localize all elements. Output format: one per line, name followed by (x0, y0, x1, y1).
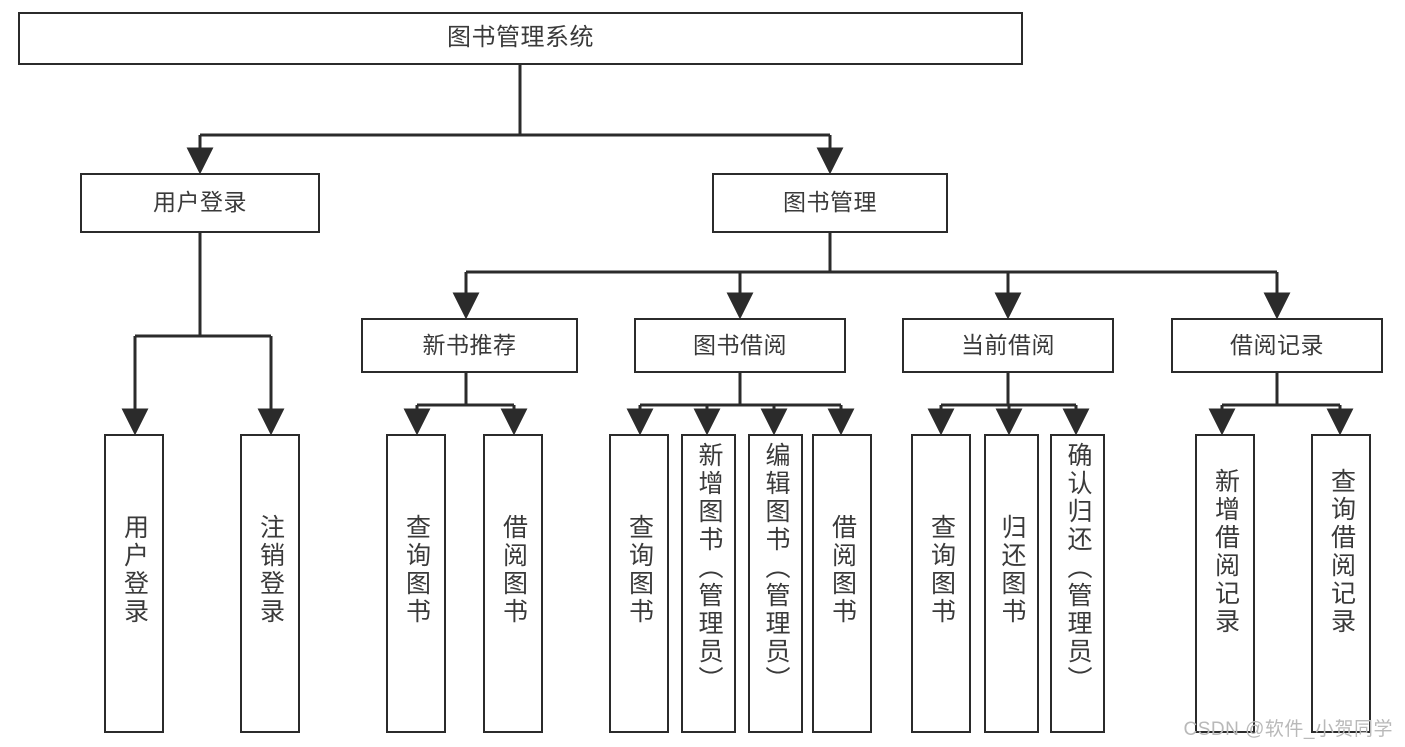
node-leaf-confirm-return-label: 确认归还（管理员） (1064, 442, 1092, 694)
node-leaf-add-record[interactable]: 新增借阅记录 (1195, 434, 1255, 733)
node-leaf-add-book[interactable]: 新增图书（管理员） (681, 434, 736, 733)
node-book-manage[interactable]: 图书管理 (712, 173, 948, 233)
node-borrow-record-label: 借阅记录 (1230, 331, 1324, 358)
node-leaf-query-record[interactable]: 查询借阅记录 (1311, 434, 1371, 733)
node-leaf-borrow-book-1[interactable]: 借阅图书 (483, 434, 543, 733)
node-new-book-rec[interactable]: 新书推荐 (361, 318, 578, 373)
node-leaf-logout[interactable]: 注销登录 (240, 434, 300, 733)
node-leaf-confirm-return[interactable]: 确认归还（管理员） (1050, 434, 1105, 733)
node-book-borrow[interactable]: 图书借阅 (634, 318, 846, 373)
node-leaf-user-login-label: 用户登录 (120, 514, 149, 626)
node-leaf-query-book-3-label: 查询图书 (927, 514, 956, 626)
node-leaf-query-book-3[interactable]: 查询图书 (911, 434, 971, 733)
node-leaf-return-book-label: 归还图书 (998, 514, 1026, 626)
node-current-borrow[interactable]: 当前借阅 (902, 318, 1114, 373)
node-leaf-logout-label: 注销登录 (256, 514, 285, 626)
node-leaf-edit-book-label: 编辑图书（管理员） (762, 442, 790, 694)
node-user-login-label: 用户登录 (153, 189, 247, 216)
node-leaf-query-book-2[interactable]: 查询图书 (609, 434, 669, 733)
node-book-borrow-label: 图书借阅 (693, 331, 787, 358)
node-borrow-record[interactable]: 借阅记录 (1171, 318, 1383, 373)
node-book-manage-label: 图书管理 (783, 189, 877, 216)
node-leaf-query-book-2-label: 查询图书 (625, 514, 654, 626)
node-leaf-query-book-1[interactable]: 查询图书 (386, 434, 446, 733)
node-current-borrow-label: 当前借阅 (961, 331, 1055, 358)
node-leaf-query-book-1-label: 查询图书 (402, 514, 431, 626)
node-leaf-add-record-label: 新增借阅记录 (1211, 468, 1240, 636)
node-leaf-borrow-book-1-label: 借阅图书 (499, 514, 528, 626)
node-leaf-borrow-book-2-label: 借阅图书 (828, 514, 857, 626)
node-leaf-query-record-label: 查询借阅记录 (1327, 468, 1356, 636)
node-leaf-edit-book[interactable]: 编辑图书（管理员） (748, 434, 803, 733)
node-leaf-user-login[interactable]: 用户登录 (104, 434, 164, 733)
node-user-login[interactable]: 用户登录 (80, 173, 320, 233)
node-leaf-add-book-label: 新增图书（管理员） (695, 442, 723, 694)
node-leaf-borrow-book-2[interactable]: 借阅图书 (812, 434, 872, 733)
node-new-book-rec-label: 新书推荐 (422, 331, 517, 358)
node-leaf-return-book[interactable]: 归还图书 (984, 434, 1039, 733)
node-root-label: 图书管理系统 (447, 24, 594, 52)
node-root[interactable]: 图书管理系统 (18, 12, 1023, 65)
